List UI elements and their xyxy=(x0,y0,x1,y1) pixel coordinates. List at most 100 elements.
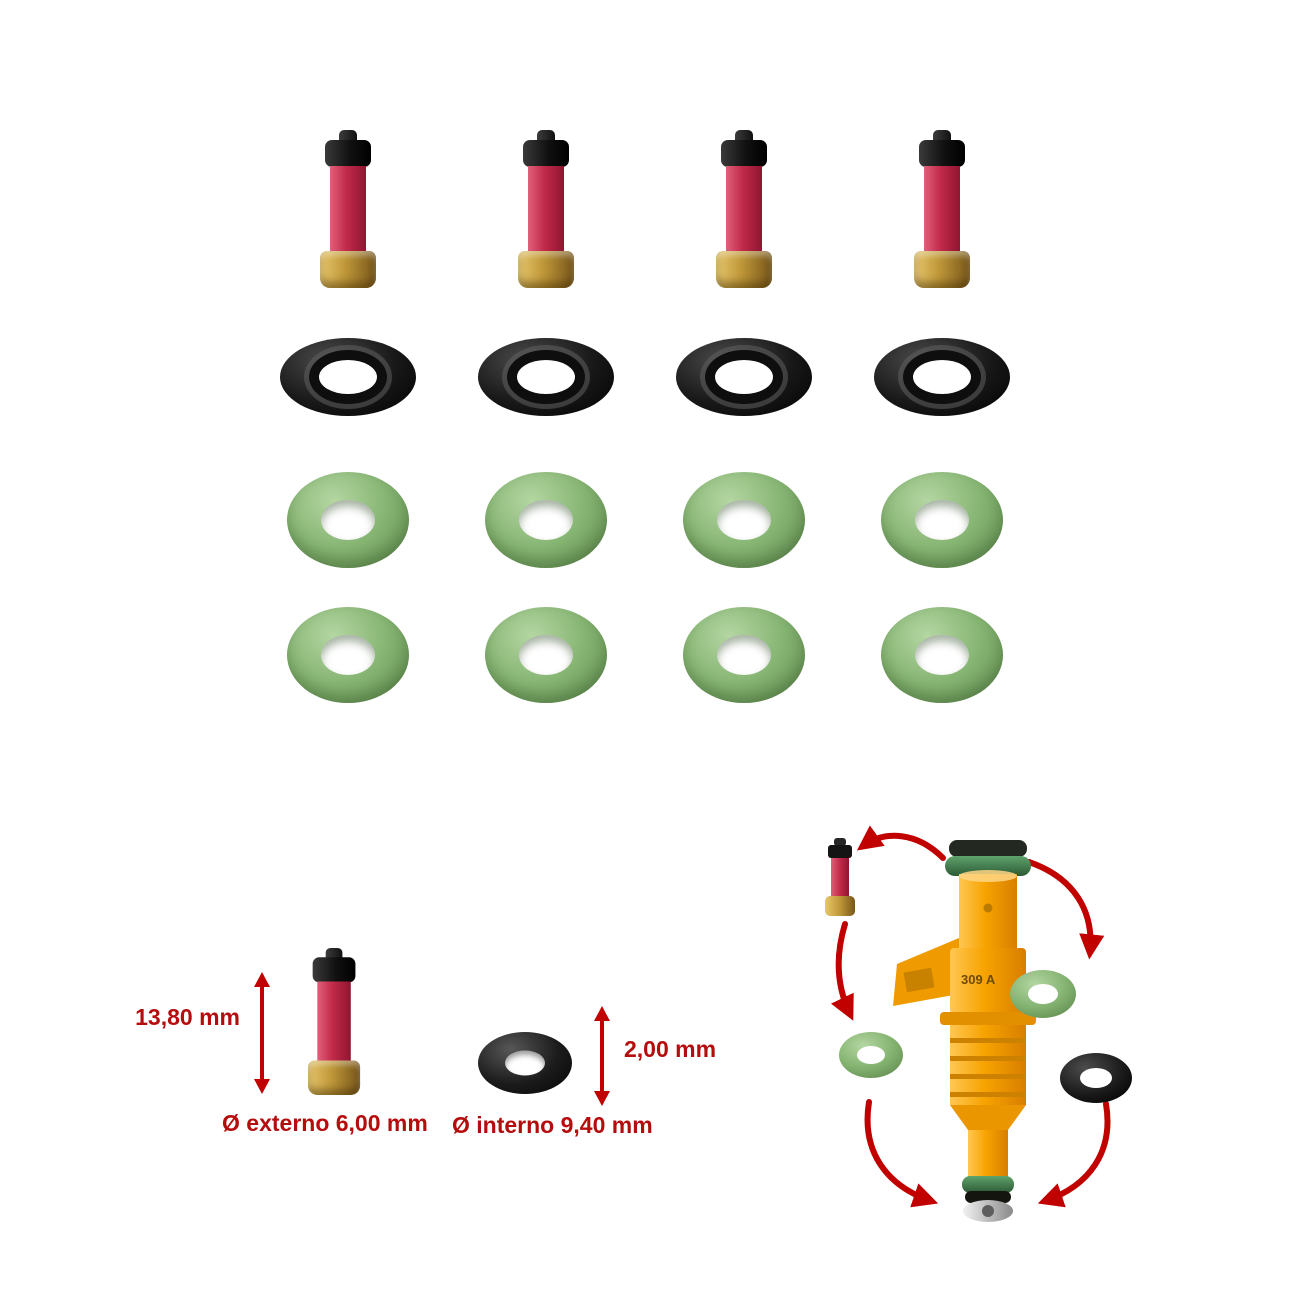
filter-height-dimension-arrow xyxy=(254,972,270,1094)
oring-cell xyxy=(645,472,843,568)
filter-brass-base xyxy=(518,251,574,288)
filter-black-cap xyxy=(523,140,569,167)
filter-red-body xyxy=(831,858,849,897)
filter-top-nub xyxy=(537,130,555,142)
filter-height-label: 13,80 mm xyxy=(135,1004,240,1030)
seal-hole xyxy=(705,350,783,404)
floating-oring-left xyxy=(839,1032,903,1078)
filter-black-cap xyxy=(312,957,356,983)
filter-black-cap xyxy=(919,140,965,167)
oring-hole xyxy=(519,635,573,675)
oring-hole xyxy=(1028,984,1058,1004)
seal-hole xyxy=(903,350,981,404)
seal-cell xyxy=(249,338,447,416)
filter-brass-base xyxy=(825,896,855,916)
filter-red-body xyxy=(924,166,960,253)
filter-black-cap xyxy=(325,140,371,167)
green-oring xyxy=(881,607,1003,703)
filters-row xyxy=(249,130,1041,288)
green-oring xyxy=(485,607,607,703)
filter-brass-base xyxy=(914,251,970,288)
floating-black-seal xyxy=(1060,1053,1132,1103)
oring-cell xyxy=(447,607,645,703)
oring-cell xyxy=(645,607,843,703)
green-oring xyxy=(683,472,805,568)
fuel-injector-micro-filter xyxy=(518,130,574,288)
seal-hole xyxy=(1080,1068,1112,1088)
dimension-sample-seal xyxy=(478,1032,572,1094)
filter-cell xyxy=(249,130,447,288)
filter-red-body xyxy=(317,981,351,1063)
flat-black-oring xyxy=(478,1032,572,1094)
filter-top-nub xyxy=(834,838,846,846)
fuel-injector-micro-filter xyxy=(914,130,970,288)
rib-line xyxy=(950,1092,1026,1097)
assembly-arrows xyxy=(830,825,1111,1208)
rib-line xyxy=(950,1056,1026,1061)
fuel-injector-micro-filter xyxy=(716,130,772,288)
oring-hole xyxy=(717,500,771,540)
injector-neck-hole xyxy=(983,903,993,913)
injector-nozzle xyxy=(968,1130,1008,1182)
arrow-to-filter xyxy=(856,825,946,861)
arrow-to-left-oring xyxy=(830,921,854,1021)
seal-thickness-label: 2,00 mm xyxy=(624,1036,717,1062)
nozzle-green-ring xyxy=(962,1176,1014,1193)
filter-outer-diameter-label: Ø externo 6,00 mm xyxy=(222,1110,428,1136)
arrow-to-right-oring xyxy=(1026,859,1105,960)
injector-taper xyxy=(950,1105,1026,1130)
filter-top-nub xyxy=(325,948,343,960)
filter-cell xyxy=(843,130,1041,288)
oring-hole xyxy=(915,635,969,675)
dimension-sample-filter xyxy=(308,948,361,1095)
rubber-flange-seal xyxy=(676,338,812,416)
oring-hole xyxy=(321,500,375,540)
filter-red-body xyxy=(528,166,564,253)
fuel-injector-micro-filter xyxy=(308,948,361,1095)
filter-top-nub xyxy=(933,130,951,142)
green-oring xyxy=(287,607,409,703)
filter-black-cap xyxy=(828,845,852,858)
filter-top-nub xyxy=(735,130,753,142)
rubber-flange-seal xyxy=(478,338,614,416)
injector-assembly-diagram: 309 A xyxy=(825,825,1132,1222)
filter-cell xyxy=(645,130,843,288)
green-oring xyxy=(683,607,805,703)
injector-top-black-ring xyxy=(949,840,1027,857)
filter-brass-base xyxy=(320,251,376,288)
fuel-injector-micro-filter xyxy=(320,130,376,288)
nozzle-tip-hole xyxy=(982,1205,994,1217)
seals-row xyxy=(249,338,1041,416)
seal-cell xyxy=(843,338,1041,416)
green-oring xyxy=(881,472,1003,568)
flat-black-oring-hole xyxy=(505,1050,545,1076)
oring-hole xyxy=(915,500,969,540)
seal-hole xyxy=(507,350,585,404)
nozzle-black-ring xyxy=(965,1191,1011,1203)
oring-hole xyxy=(717,635,771,675)
rib-line xyxy=(950,1038,1026,1043)
filter-brass-base xyxy=(716,251,772,288)
seal-inner-diameter-label: Ø interno 9,40 mm xyxy=(452,1112,653,1138)
seal-cell xyxy=(645,338,843,416)
injector-marking: 309 A xyxy=(961,972,996,987)
filter-black-cap xyxy=(721,140,767,167)
injector-collar xyxy=(940,1012,1036,1025)
rubber-flange-seal xyxy=(280,338,416,416)
green-oring xyxy=(485,472,607,568)
filter-red-body xyxy=(330,166,366,253)
rubber-flange-seal xyxy=(874,338,1010,416)
orings-row-2 xyxy=(249,607,1041,703)
oring-hole xyxy=(519,500,573,540)
oring-hole xyxy=(857,1046,885,1064)
injector-neck-highlight xyxy=(959,870,1017,882)
filter-cell xyxy=(447,130,645,288)
floating-micro-filter xyxy=(825,838,855,916)
injector-body: 309 A xyxy=(893,840,1036,1222)
seal-hole xyxy=(309,350,387,404)
arrow-to-tip-right xyxy=(1037,1101,1111,1208)
orings-row-1 xyxy=(249,472,1041,568)
injector-mid-body xyxy=(950,948,1026,1014)
oring-cell xyxy=(249,607,447,703)
